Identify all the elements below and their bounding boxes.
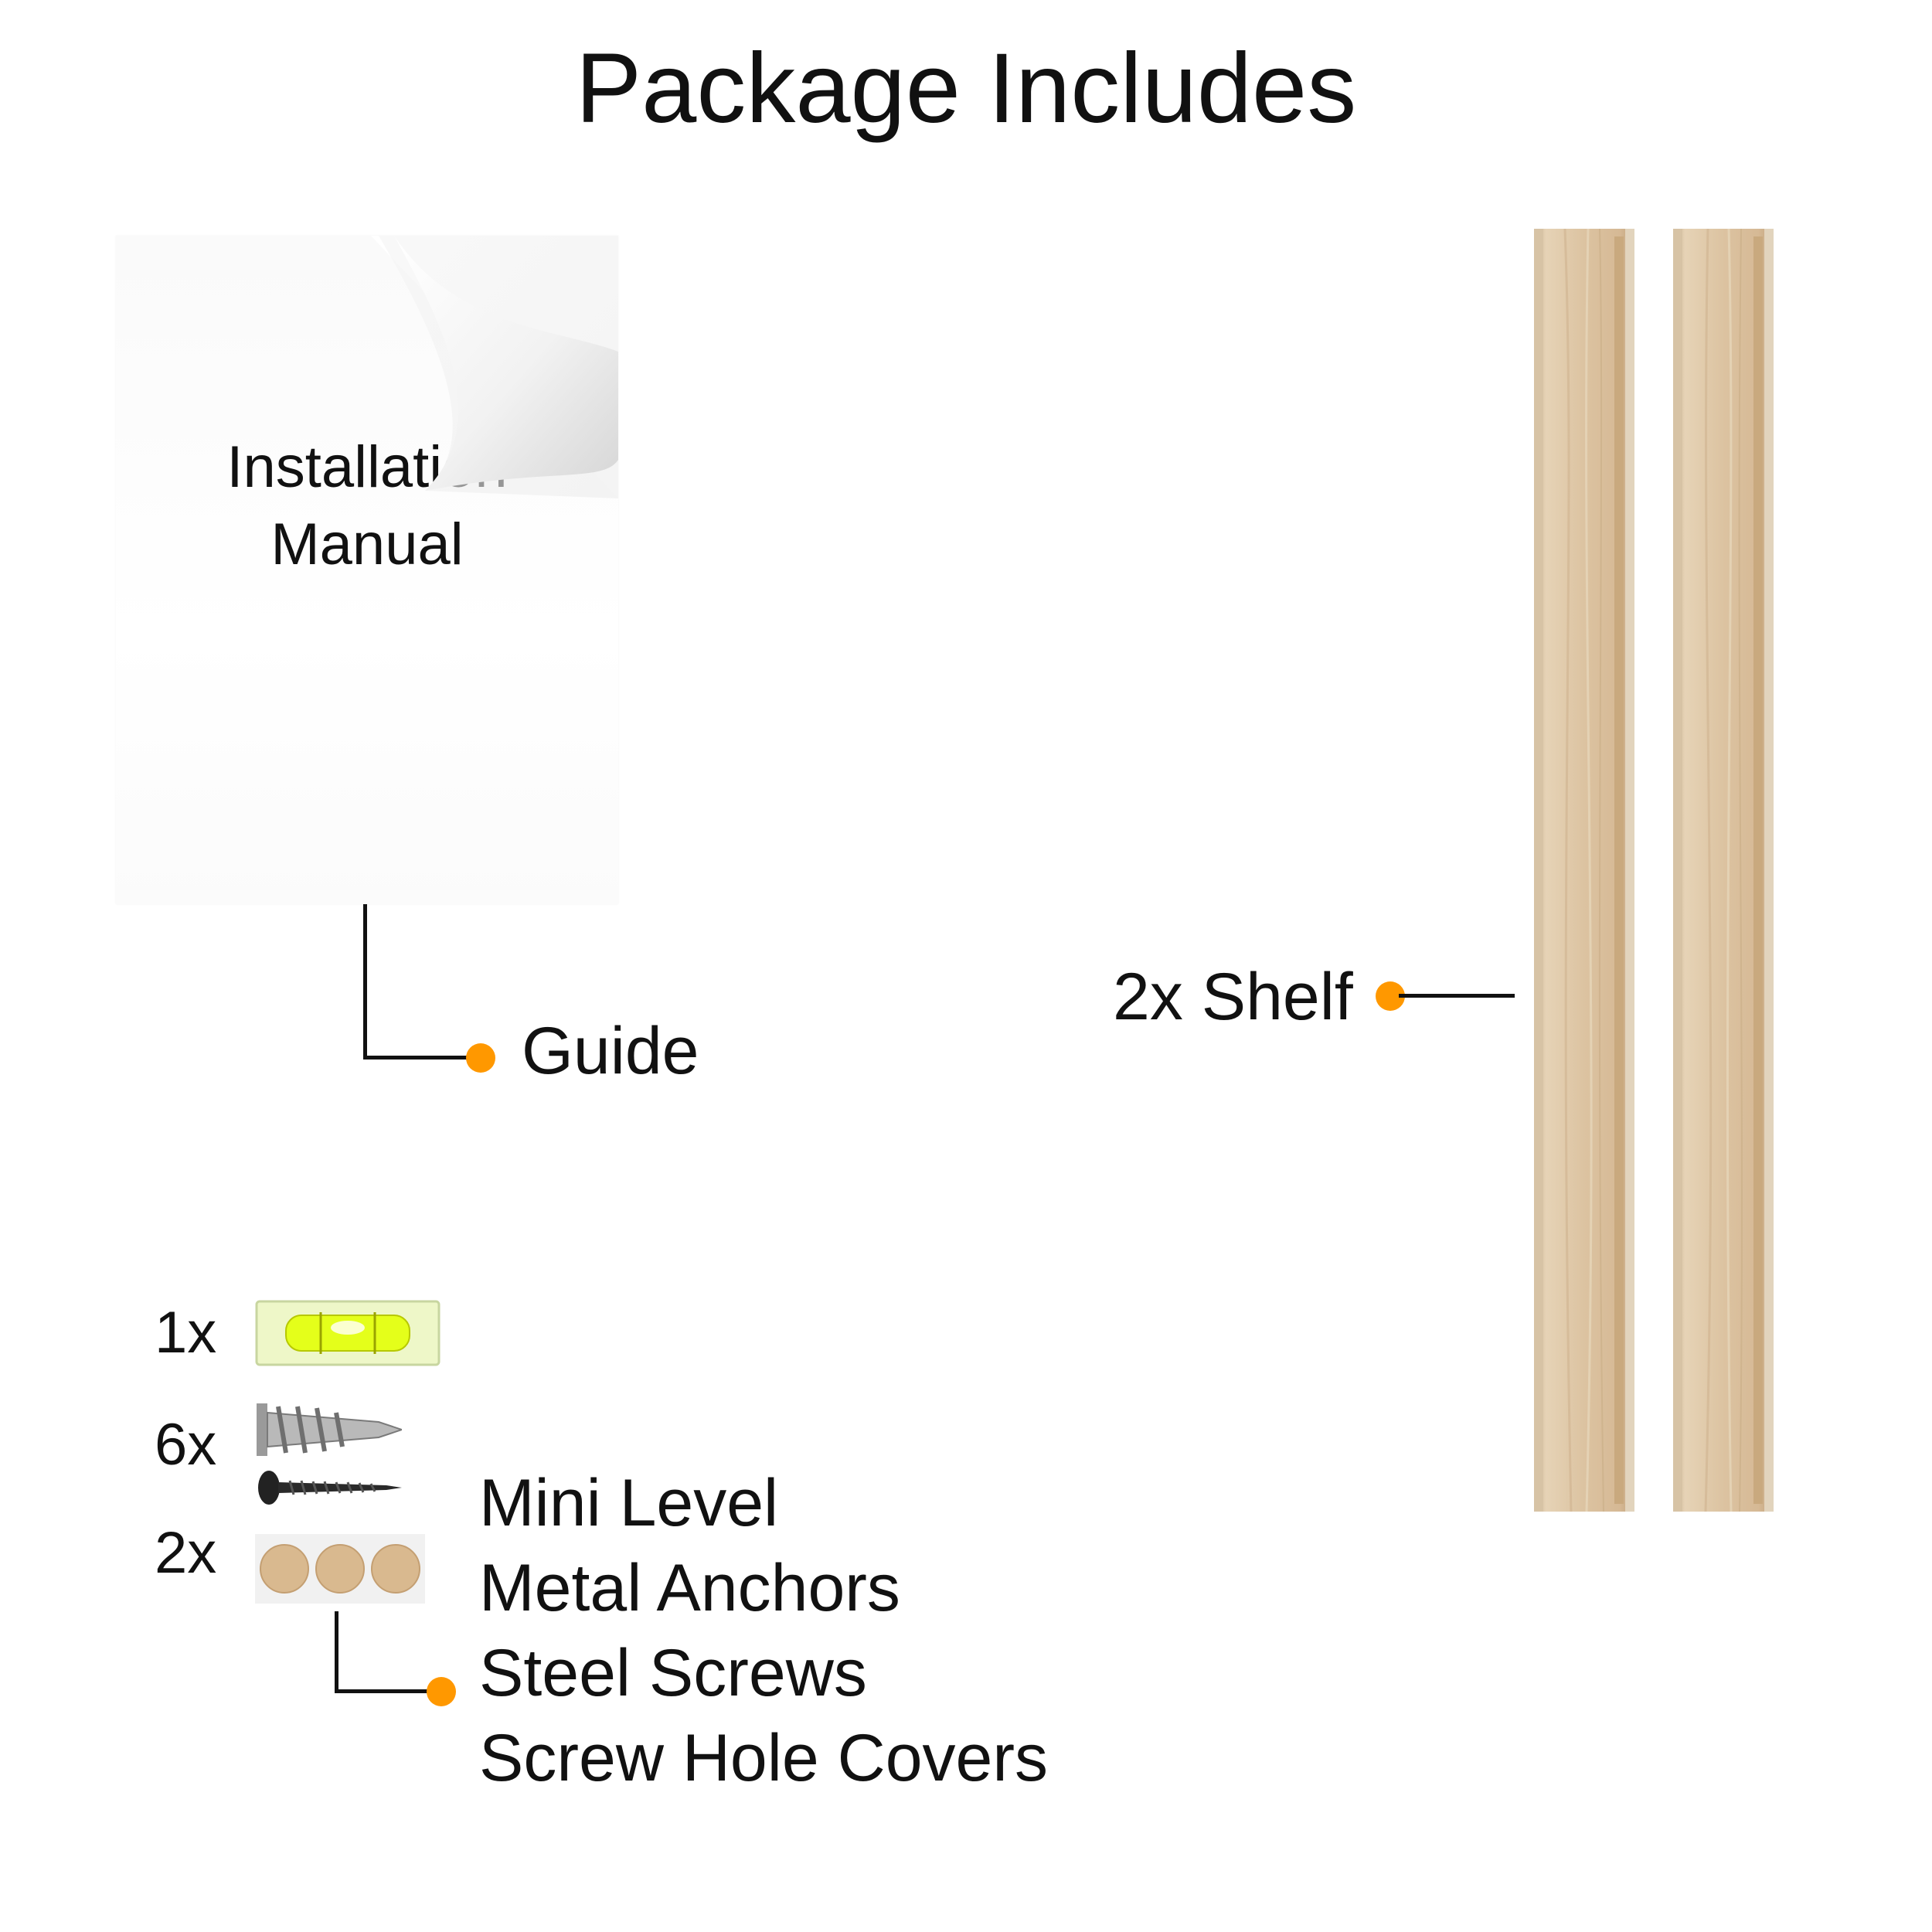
manual-text-line2: Manual — [270, 512, 464, 577]
guide-bullet-dot — [466, 1043, 495, 1073]
shelf-label: 2x Shelf — [1113, 960, 1353, 1034]
hardware-bullet-dot — [427, 1677, 456, 1706]
screw-icon — [258, 1471, 402, 1505]
quantity-anchors-screws: 6x — [155, 1412, 217, 1478]
quantity-hole-covers: 2x — [155, 1520, 217, 1586]
guide-label: Guide — [522, 1014, 699, 1088]
shelf-image-1 — [1534, 229, 1634, 1512]
list-item-mini-level: Mini Level — [479, 1466, 779, 1540]
list-item-metal-anchors: Metal Anchors — [479, 1551, 900, 1625]
bubble-level-icon — [255, 1300, 440, 1366]
hardware-connector-horizontal — [335, 1689, 439, 1693]
wall-anchor-icon — [257, 1403, 402, 1456]
page-curl-icon — [371, 236, 618, 498]
list-item-steel-screws: Steel Screws — [479, 1636, 867, 1710]
shelf-connector — [1399, 994, 1515, 998]
hole-cover-icon — [255, 1534, 425, 1604]
shelf-image-2 — [1673, 229, 1774, 1512]
page-title: Package Includes — [575, 33, 1357, 144]
hardware-connector-vertical — [335, 1611, 338, 1692]
quantity-level: 1x — [155, 1300, 217, 1366]
guide-connector-vertical — [363, 904, 367, 1059]
guide-connector-horizontal — [363, 1056, 475, 1060]
list-item-screw-hole-covers: Screw Hole Covers — [479, 1721, 1048, 1795]
